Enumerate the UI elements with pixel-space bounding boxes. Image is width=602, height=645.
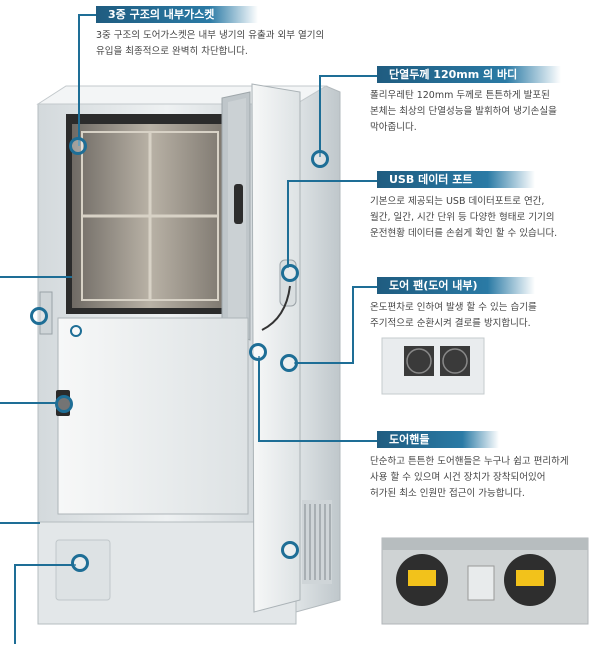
callout-desc-usb: 기본으로 제공되는 USB 데이터포트로 연간, 월간, 일간, 시간 단위 등… xyxy=(370,196,558,239)
marker-usb xyxy=(281,264,299,282)
door-fan-photo xyxy=(381,337,485,395)
vent-grille xyxy=(302,500,332,584)
marker-vent xyxy=(281,541,299,559)
connector-body-h xyxy=(319,75,377,77)
connector-body-v xyxy=(319,75,321,157)
callout-desc-body: 폴리우레탄 120mm 두께로 튼튼하게 발포된 본체는 최상의 단열성능을 발… xyxy=(370,90,557,133)
connector-fan-v xyxy=(352,286,354,364)
callout-title-usb: USB 데이터 포트 xyxy=(377,171,535,188)
marker-base xyxy=(71,554,89,572)
connector-handle-h xyxy=(258,440,378,442)
callout-desc-gasket: 3중 구조의 도어가스켓은 내부 냉기의 유출과 외부 열기의 유입을 최종적으… xyxy=(96,30,325,57)
fan-icon xyxy=(404,346,470,376)
callout-title-body: 단열두께 120mm 의 바디 xyxy=(377,66,561,83)
callout-desc-handle: 단순하고 튼튼한 도어핸들은 누구나 쉽고 편리하게 사용 할 수 있으며 시건… xyxy=(370,456,569,499)
connector-left-b xyxy=(0,402,56,404)
connector-left-d-h xyxy=(14,564,76,566)
connector-fan-h2 xyxy=(294,362,354,364)
marker-handle xyxy=(249,343,267,361)
connector-gasket-v xyxy=(78,14,80,146)
compressor-photo xyxy=(381,537,589,625)
callout-title-fan: 도어 팬(도어 내부) xyxy=(377,277,535,294)
connector-left-c xyxy=(0,522,40,524)
upper-compartment xyxy=(66,114,234,314)
callout-title-gasket: 3중 구조의 내부가스켓 xyxy=(96,6,258,23)
marker-body xyxy=(311,150,329,168)
marker-gasket xyxy=(69,137,87,155)
marker-door-top xyxy=(70,325,82,337)
connector-usb-v xyxy=(287,180,289,268)
connector-usb-h xyxy=(287,180,377,182)
compressor-icon xyxy=(396,554,556,606)
marker-fan xyxy=(280,354,298,372)
callout-title-handle: 도어핸들 xyxy=(377,431,499,448)
marker-lock xyxy=(55,395,73,413)
connector-handle-v xyxy=(258,356,260,442)
connector-gasket-h xyxy=(78,14,96,16)
connector-left-d xyxy=(14,564,16,644)
lower-door xyxy=(39,291,249,515)
callout-desc-fan: 온도편차로 인하여 발생 할 수 있는 습기를 주기적으로 순환시켜 결로를 방… xyxy=(370,302,537,329)
marker-hinge xyxy=(30,307,48,325)
connector-fan-h xyxy=(352,286,378,288)
connector-left-a xyxy=(0,276,72,278)
